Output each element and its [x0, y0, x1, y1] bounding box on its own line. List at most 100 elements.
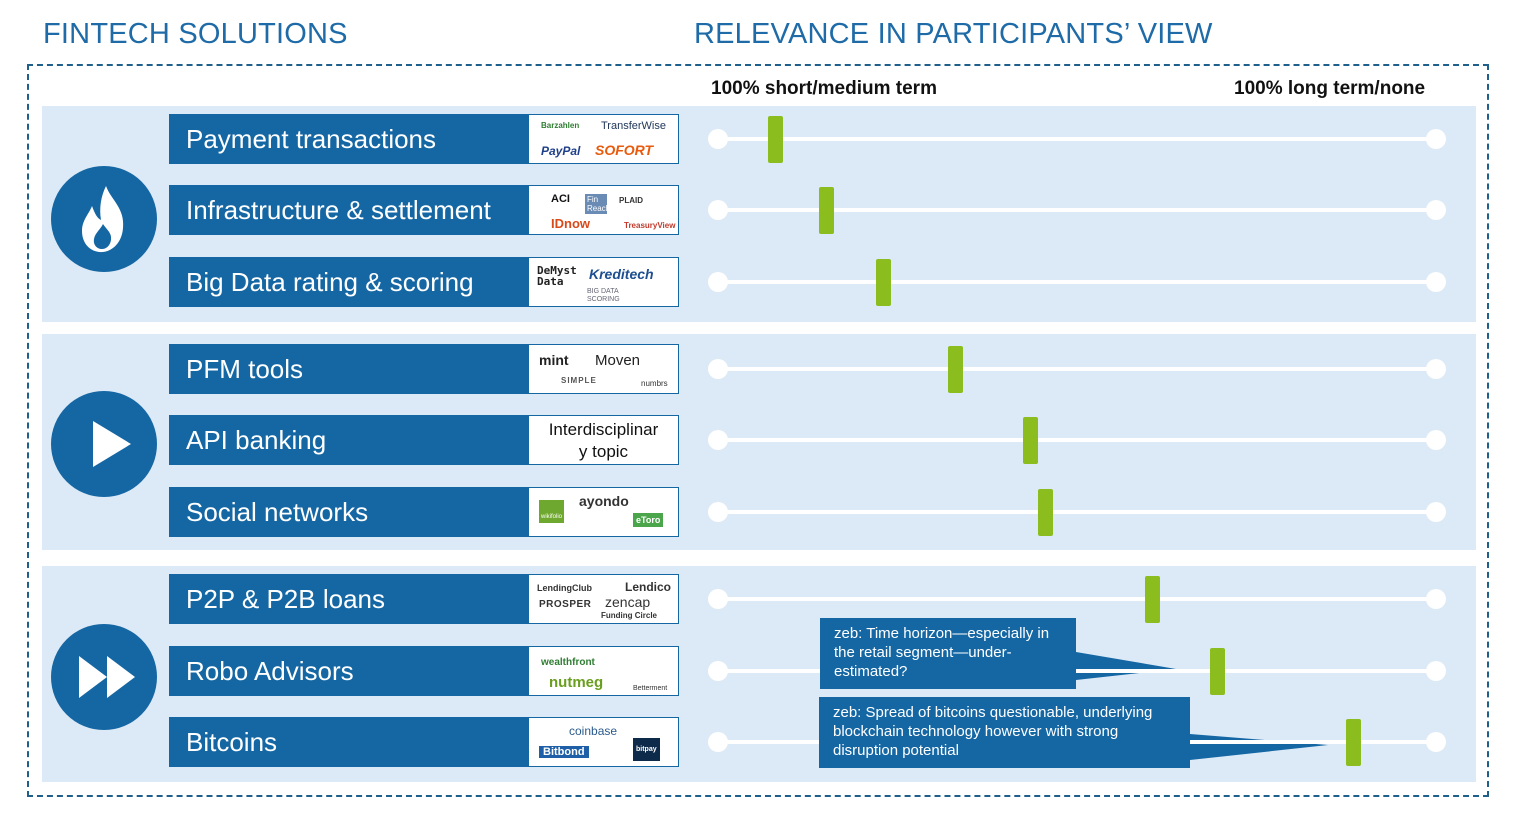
relevance-marker: [1037, 489, 1053, 536]
row-api-banking: API banking Interdisciplinary topic: [0, 415, 1515, 467]
track-end-dot: [1426, 129, 1446, 149]
logo: wikifolio: [539, 500, 565, 523]
relevance-heading: RELEVANCE IN PARTICIPANTS’ VIEW: [694, 18, 1213, 50]
relevance-track: [718, 280, 1436, 284]
logo-box: coinbase Bitbond bitpay: [528, 717, 679, 767]
logo: SOFORT: [595, 142, 654, 158]
interdisciplinary-text: Interdisciplinary topic: [548, 420, 659, 461]
relevance-track: [718, 597, 1436, 601]
logo: coinbase: [569, 724, 618, 738]
track-start-dot: [708, 359, 728, 379]
track-start-dot: [708, 272, 728, 292]
row-label: Payment transactions: [169, 114, 528, 164]
logo: Barzahlen: [541, 121, 580, 130]
row-p2p-p2b-loans: P2P & P2B loans LendingClub Lendico PROS…: [0, 574, 1515, 626]
callout-robo-advisors: zeb: Time horizon—especially in the reta…: [820, 618, 1076, 689]
row-bitcoins: Bitcoins coinbase Bitbond bitpay: [0, 717, 1515, 769]
track-end-dot: [1426, 272, 1446, 292]
track-start-dot: [708, 502, 728, 522]
row-label: API banking: [169, 415, 528, 465]
track-end-dot: [1426, 661, 1446, 681]
logo: TransferWise: [601, 120, 666, 132]
logo: Funding Circle: [601, 611, 657, 620]
relevance-marker: [947, 346, 963, 393]
logo: BIG DATA SCORING: [587, 288, 620, 303]
relevance-track: [718, 367, 1436, 371]
track-end-dot: [1426, 430, 1446, 450]
dashed-frame: [27, 64, 1489, 797]
row-label: PFM tools: [169, 344, 528, 394]
logo-box: LendingClub Lendico PROSPER zencap Fundi…: [528, 574, 679, 624]
logo: Kreditech: [589, 266, 654, 282]
fast-forward-icon: [51, 624, 157, 730]
scale-right-label: 100% long term/none: [1234, 78, 1426, 99]
logo: TreasuryView: [624, 221, 676, 230]
logo-box: Barzahlen TransferWise PayPal SOFORT: [528, 114, 679, 164]
logo: zencap: [605, 594, 651, 610]
row-label: Social networks: [169, 487, 528, 537]
row-label: Big Data rating & scoring: [169, 257, 528, 307]
track-start-dot: [708, 732, 728, 752]
scale-left-label: 100% short/medium term: [711, 78, 937, 99]
row-label: Robo Advisors: [169, 646, 528, 696]
row-robo-advisors: Robo Advisors wealthfront nutmeg Betterm…: [0, 646, 1515, 698]
logo: mint: [539, 352, 569, 368]
track-end-dot: [1426, 502, 1446, 522]
fire-icon: [51, 166, 157, 272]
relevance-track: [718, 137, 1436, 141]
row-label: P2P & P2B loans: [169, 574, 528, 624]
logo: PROSPER: [539, 599, 592, 610]
relevance-track: [718, 510, 1436, 514]
relevance-track: [718, 669, 1436, 673]
logo: Bitbond: [539, 746, 589, 758]
relevance-marker: [818, 187, 834, 234]
logo: DeMyst Data: [537, 264, 577, 288]
logo-box: ACI Fin Reach PLAID IDnow TreasuryView: [528, 185, 679, 235]
track-start-dot: [708, 661, 728, 681]
logo: ACI: [551, 193, 570, 205]
track-end-dot: [1426, 732, 1446, 752]
track-start-dot: [708, 129, 728, 149]
logo: Lendico: [625, 580, 672, 594]
logo: ayondo: [579, 493, 629, 509]
logo: LendingClub: [537, 583, 592, 593]
relevance-marker: [876, 259, 892, 306]
logo: eToro: [633, 513, 664, 527]
logo-box: mint Moven SIMPLE numbrs: [528, 344, 679, 394]
logo-box: DeMyst Data Kreditech BIG DATA SCORING: [528, 257, 679, 307]
row-big-data-rating: Big Data rating & scoring DeMyst Data Kr…: [0, 257, 1515, 309]
row-payment-transactions: Payment transactions Barzahlen TransferW…: [0, 114, 1515, 166]
row-label: Bitcoins: [169, 717, 528, 767]
row-label: Infrastructure & settlement: [169, 185, 528, 235]
logo: Moven: [595, 352, 641, 369]
logo: IDnow: [551, 216, 590, 231]
relevance-marker: [1346, 719, 1362, 766]
row-infrastructure-settlement: Infrastructure & settlement ACI Fin Reac…: [0, 185, 1515, 237]
relevance-marker: [1023, 417, 1039, 464]
logo: bitpay: [633, 738, 660, 761]
callout-bitcoins: zeb: Spread of bitcoins questionable, un…: [819, 697, 1190, 768]
logo-box: wealthfront nutmeg Betterment: [528, 646, 679, 696]
row-social-networks: Social networks wikifolio ayondo eToro: [0, 487, 1515, 539]
track-end-dot: [1426, 200, 1446, 220]
logo: Fin Reach: [585, 194, 611, 214]
track-start-dot: [708, 200, 728, 220]
logo: PLAID: [619, 196, 643, 205]
relevance-track: [718, 208, 1436, 212]
logo: wealthfront: [541, 657, 595, 668]
logo: PayPal: [541, 144, 581, 158]
logo-box: Interdisciplinary topic: [528, 415, 679, 465]
logo: nutmeg: [549, 674, 604, 691]
logo-box: wikifolio ayondo eToro: [528, 487, 679, 537]
fintech-solutions-heading: FINTECH SOLUTIONS: [43, 18, 348, 50]
logo: Betterment: [633, 685, 668, 692]
logo: SIMPLE: [561, 376, 597, 385]
track-start-dot: [708, 430, 728, 450]
track-end-dot: [1426, 359, 1446, 379]
logo: numbrs: [641, 379, 668, 388]
play-icon: [51, 391, 157, 497]
relevance-marker: [768, 116, 784, 163]
relevance-track: [718, 438, 1436, 442]
relevance-marker: [1210, 648, 1225, 695]
track-end-dot: [1426, 589, 1446, 609]
